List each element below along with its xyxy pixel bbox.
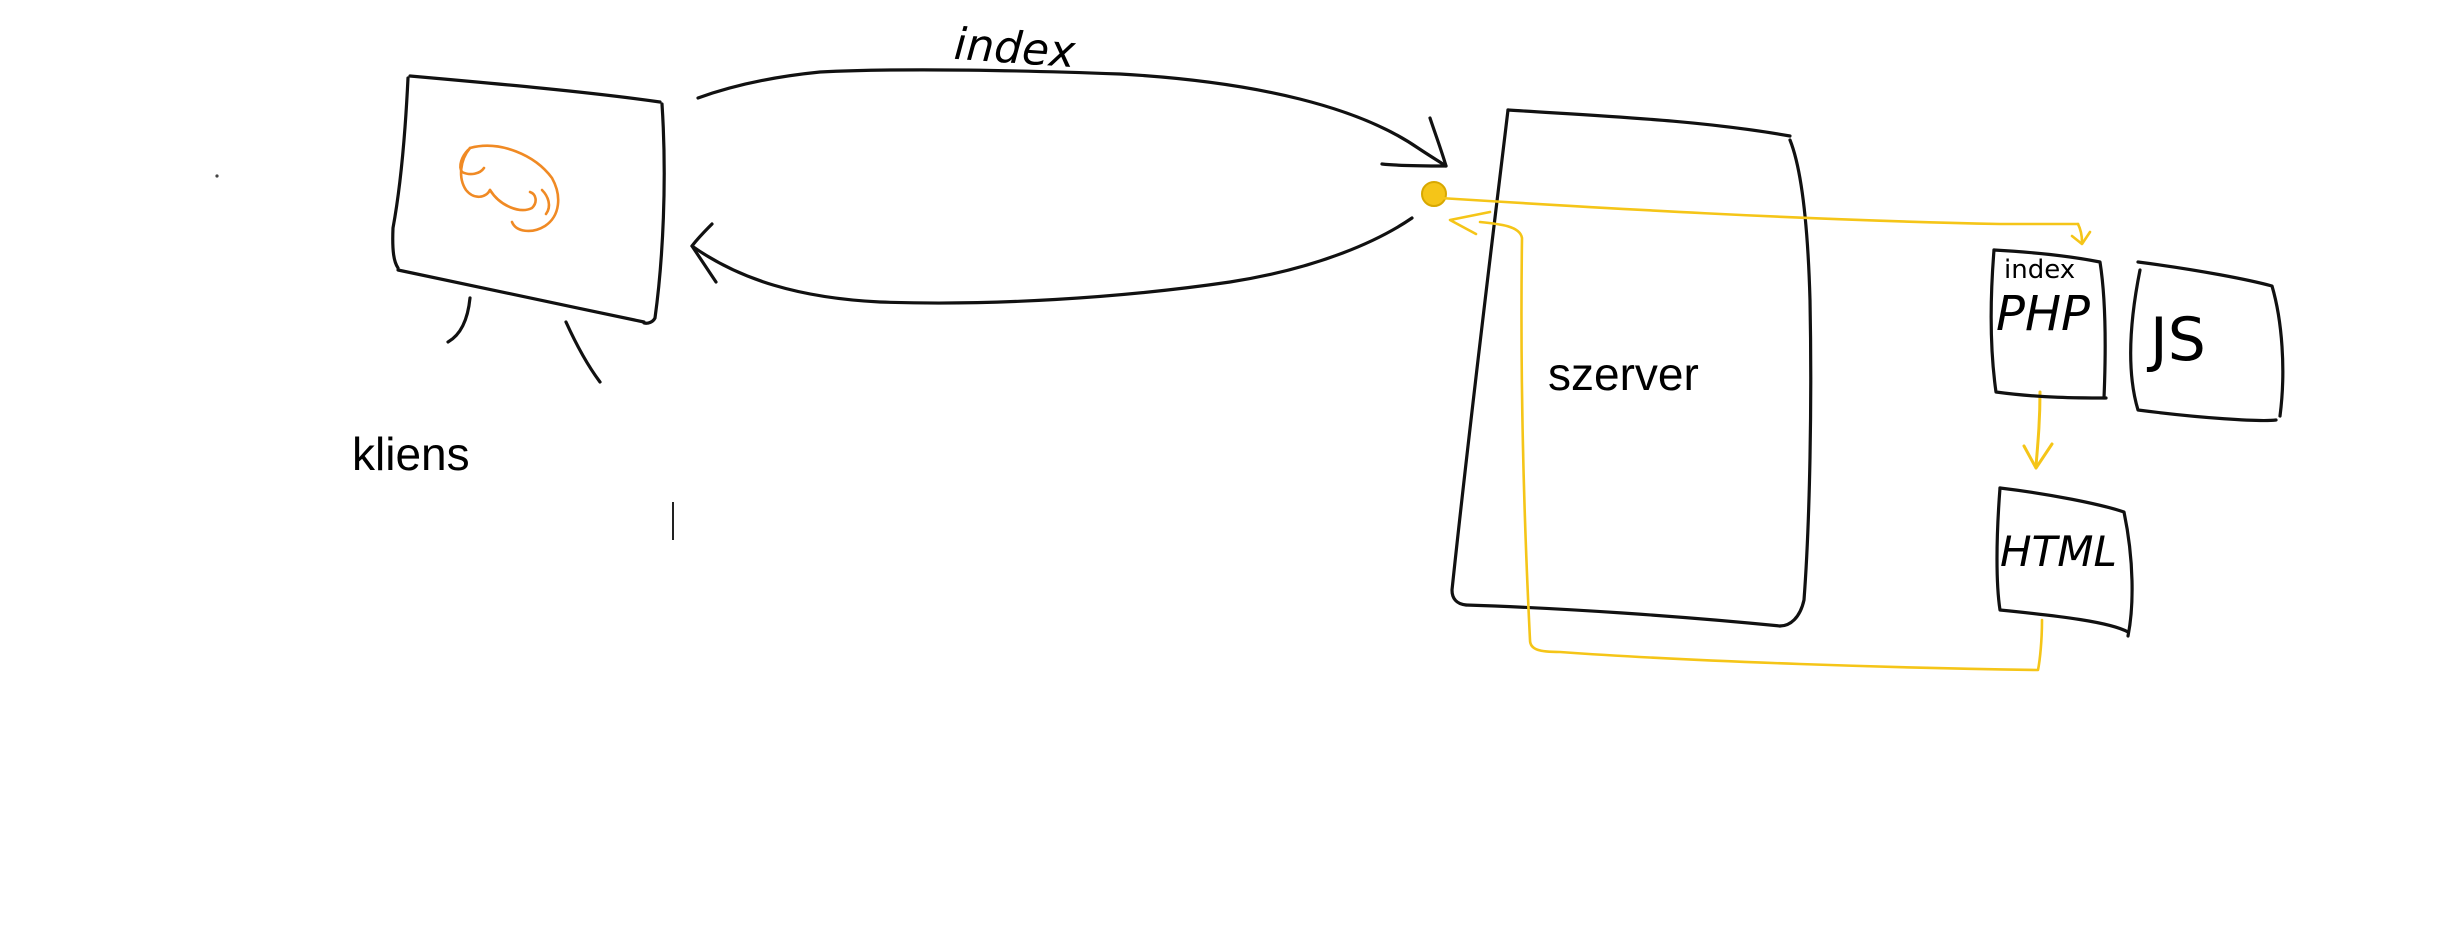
php-tag: index (2004, 255, 2075, 285)
browser-logo-icon (459, 144, 560, 233)
response-arrow (690, 216, 1414, 305)
entry-point-dot (1421, 181, 1447, 207)
server-label: szerver (1548, 348, 1699, 400)
client-label: kliens (352, 428, 470, 480)
html-box (1995, 486, 2134, 638)
js-box (2129, 260, 2285, 423)
client-monitor (391, 74, 666, 384)
stray-dot (215, 174, 219, 178)
html-label: HTML (2000, 527, 2117, 576)
php-label: PHP (1996, 286, 2090, 342)
js-label: JS (2146, 305, 2206, 375)
php-box (1989, 248, 2108, 400)
server-box (1450, 108, 1813, 628)
server-flow (1421, 181, 2092, 672)
request-label: index (953, 19, 1078, 78)
request-arrow (696, 68, 1448, 168)
